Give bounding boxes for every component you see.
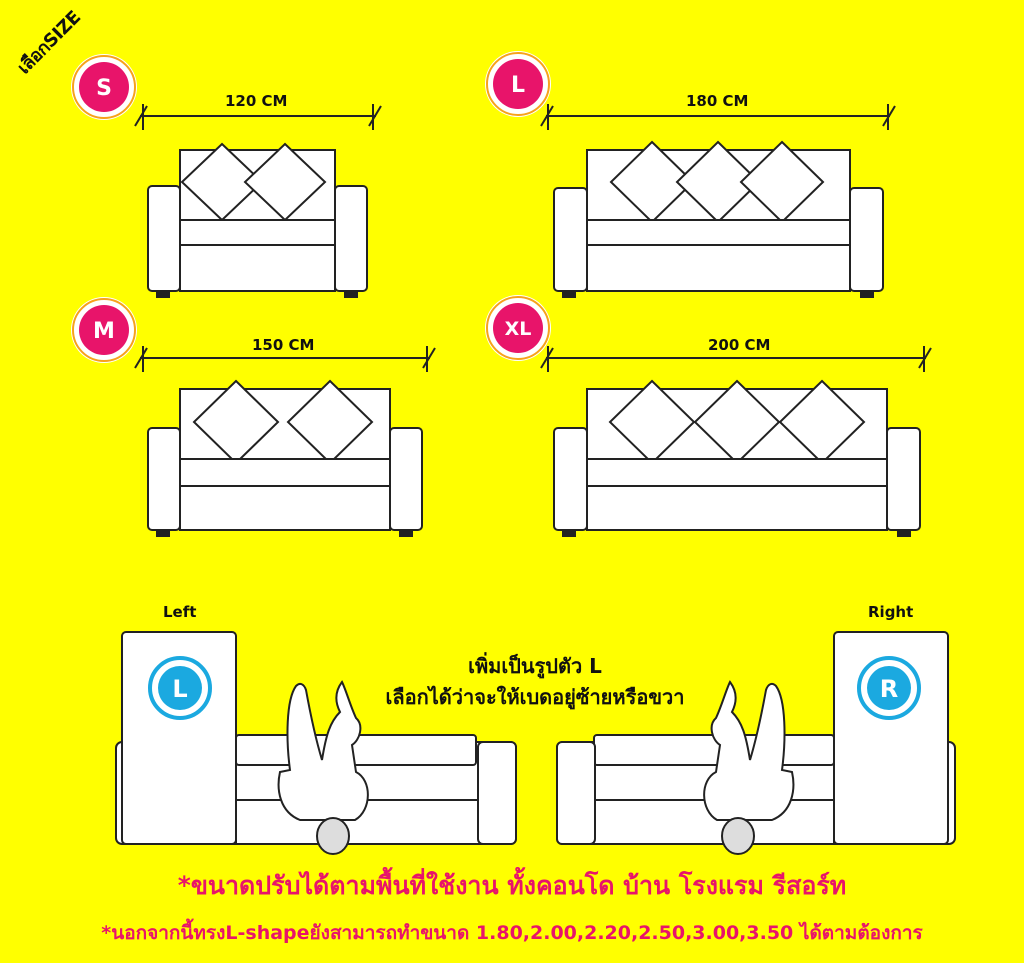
dimension-line-s (134, 104, 382, 130)
sofa-m-illustration (147, 379, 423, 537)
dimension-line-m (134, 346, 436, 372)
badge-s-text: S (96, 76, 112, 101)
sofa-s-illustration (147, 142, 368, 298)
person-right-illustration (703, 680, 795, 855)
dimension-m-label: 150 CM (252, 336, 315, 354)
badge-left-l-text: L (172, 675, 187, 703)
note-lshape-sizes: *นอกจากนี้ทรงL-shapeยังสามารถทำขนาด 1.80… (101, 922, 923, 944)
lshape-caption-line1: เพิ่มเป็นรูปตัว L (468, 654, 602, 678)
left-label: Left (163, 603, 197, 621)
badge-m (71, 297, 137, 363)
person-left-illustration (277, 680, 369, 855)
badge-m-text: M (93, 319, 115, 344)
lshape-caption-line2: เลือกได้ว่าจะให้เบดอยู่ซ้ายหรือขวา (385, 685, 685, 709)
dimension-xl-label: 200 CM (708, 336, 771, 354)
dimension-s-label: 120 CM (225, 92, 288, 110)
note-adjustable-size: *ขนาดปรับได้ตามพื้นที่ใช้งาน ทั้งคอนโด บ… (177, 871, 847, 900)
badge-l (485, 51, 551, 117)
right-label: Right (868, 603, 914, 621)
sofa-l-illustration (553, 140, 884, 298)
badge-right-r (857, 656, 921, 720)
badge-l-text: L (511, 73, 525, 98)
badge-right-r-text: R (880, 675, 898, 703)
badge-xl-text: XL (505, 318, 532, 340)
dimension-line-xl (540, 346, 932, 372)
badge-s (71, 54, 137, 120)
badge-xl (485, 295, 551, 361)
sofa-xl-illustration (553, 379, 921, 537)
dimension-l-label: 180 CM (686, 92, 749, 110)
dimension-line-l (540, 104, 896, 130)
badge-left-l (148, 656, 212, 720)
